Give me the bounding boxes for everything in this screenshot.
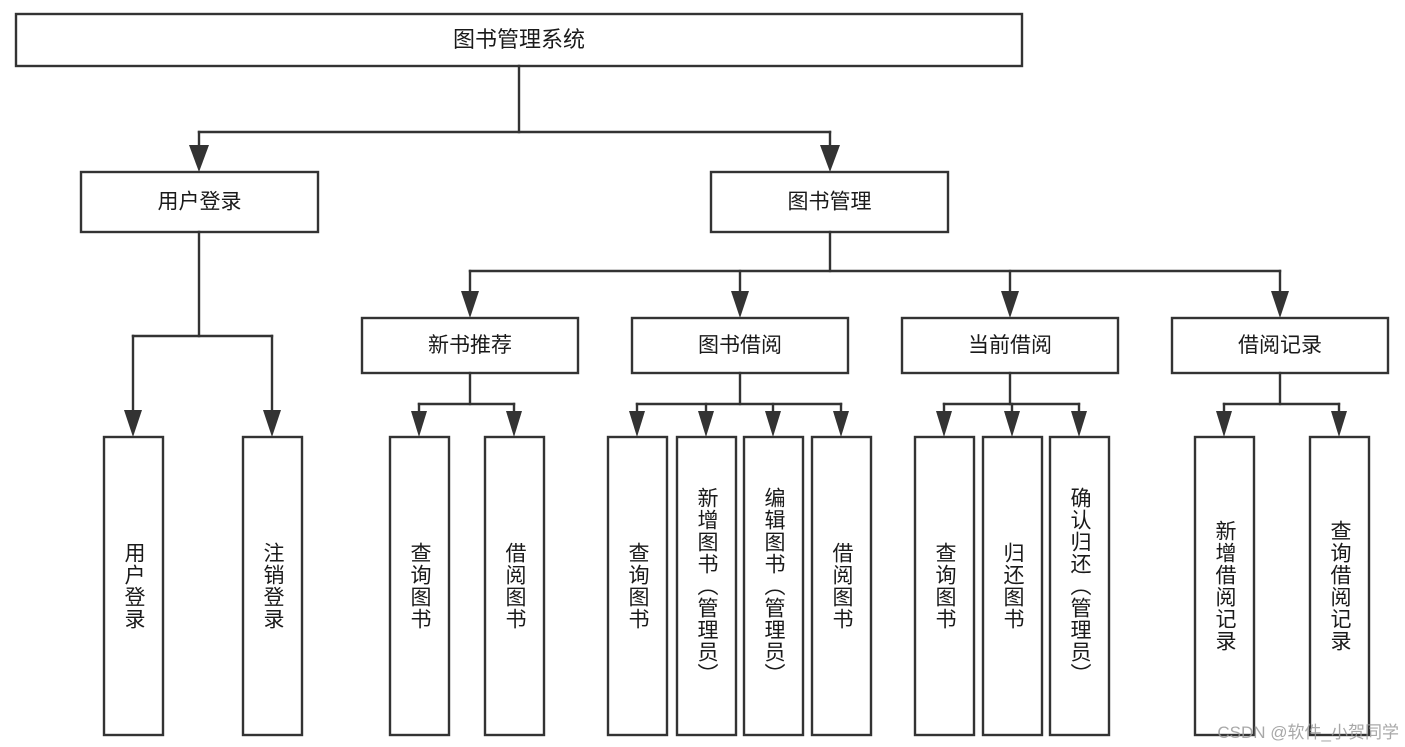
arrow-head-icon	[189, 145, 209, 172]
node-root-box[interactable]	[14, 12, 1024, 68]
leaf-node-box[interactable]	[606, 435, 669, 737]
leaf-node-box[interactable]	[102, 435, 165, 737]
leaf-node-box[interactable]	[388, 435, 451, 737]
arrow-head-icon	[936, 411, 952, 437]
arrow-head-icon	[1071, 411, 1087, 437]
watermark-text: CSDN @软件_小贺同学	[1217, 723, 1399, 742]
leaf-node-box[interactable]	[1193, 435, 1256, 737]
leaf-node-box[interactable]	[675, 435, 738, 737]
leaf-box-group	[102, 435, 1371, 737]
leaf-node-box[interactable]	[1048, 435, 1111, 737]
node-borrow-record-label: 借阅记录	[1238, 334, 1322, 357]
arrow-head-icon	[124, 410, 142, 437]
connector-userlogin-to-leaves	[124, 230, 281, 437]
arrow-head-icon	[263, 410, 281, 437]
connector-root-to-level1	[189, 64, 840, 172]
leaf-node-box[interactable]	[810, 435, 873, 737]
connector-newbook-to-leaves	[411, 371, 522, 437]
leaf-node-box[interactable]	[483, 435, 546, 737]
node-new-book-recommend-label: 新书推荐	[428, 334, 512, 357]
arrow-head-icon	[731, 291, 749, 318]
node-level1-group: 用户登录 图书管理	[79, 170, 950, 234]
node-borrow-record[interactable]: 借阅记录	[1170, 316, 1390, 375]
leaf-node-box[interactable]	[241, 435, 304, 737]
arrow-head-icon	[833, 411, 849, 437]
node-user-login-label: 用户登录	[158, 191, 242, 214]
arrow-head-icon	[1271, 291, 1289, 318]
arrow-head-icon	[820, 145, 840, 172]
leaf-node-box[interactable]	[913, 435, 976, 737]
leaf-node-box[interactable]	[981, 435, 1044, 737]
arrow-head-icon	[1331, 411, 1347, 437]
node-new-book-recommend-box[interactable]	[360, 316, 580, 375]
arrow-head-icon	[629, 411, 645, 437]
node-book-management[interactable]: 图书管理	[709, 170, 950, 234]
leaf-node-box[interactable]	[742, 435, 805, 737]
node-new-book-recommend[interactable]: 新书推荐	[360, 316, 580, 375]
node-current-borrow[interactable]: 当前借阅	[900, 316, 1120, 375]
arrow-head-icon	[461, 291, 479, 318]
node-root[interactable]: 图书管理系统	[14, 12, 1024, 68]
node-current-borrow-box[interactable]	[900, 316, 1120, 375]
node-book-borrow[interactable]: 图书借阅	[630, 316, 850, 375]
connector-bookmgmt-to-level2	[461, 230, 1289, 318]
node-book-borrow-box[interactable]	[630, 316, 850, 375]
node-user-login[interactable]: 用户登录	[79, 170, 320, 234]
leaf-node-box[interactable]	[1308, 435, 1371, 737]
arrow-head-icon	[506, 411, 522, 437]
node-book-borrow-label: 图书借阅	[698, 334, 782, 357]
node-level2-group: 新书推荐 图书借阅 当前借阅 借阅记录	[360, 316, 1390, 375]
connector-borrowrecord-to-leaves	[1216, 371, 1347, 437]
connector-currentborrow-to-leaves	[936, 371, 1087, 437]
arrow-head-icon	[411, 411, 427, 437]
node-root-label: 图书管理系统	[453, 27, 585, 52]
node-current-borrow-label: 当前借阅	[968, 334, 1052, 357]
arrow-head-icon	[698, 411, 714, 437]
arrow-head-icon	[1216, 411, 1232, 437]
arrow-head-icon	[1004, 411, 1020, 437]
node-book-management-label: 图书管理	[788, 191, 872, 214]
arrow-head-icon	[765, 411, 781, 437]
arrow-head-icon	[1001, 291, 1019, 318]
connector-bookborrow-to-leaves	[629, 371, 849, 437]
node-borrow-record-box[interactable]	[1170, 316, 1390, 375]
node-book-management-box[interactable]	[709, 170, 950, 234]
